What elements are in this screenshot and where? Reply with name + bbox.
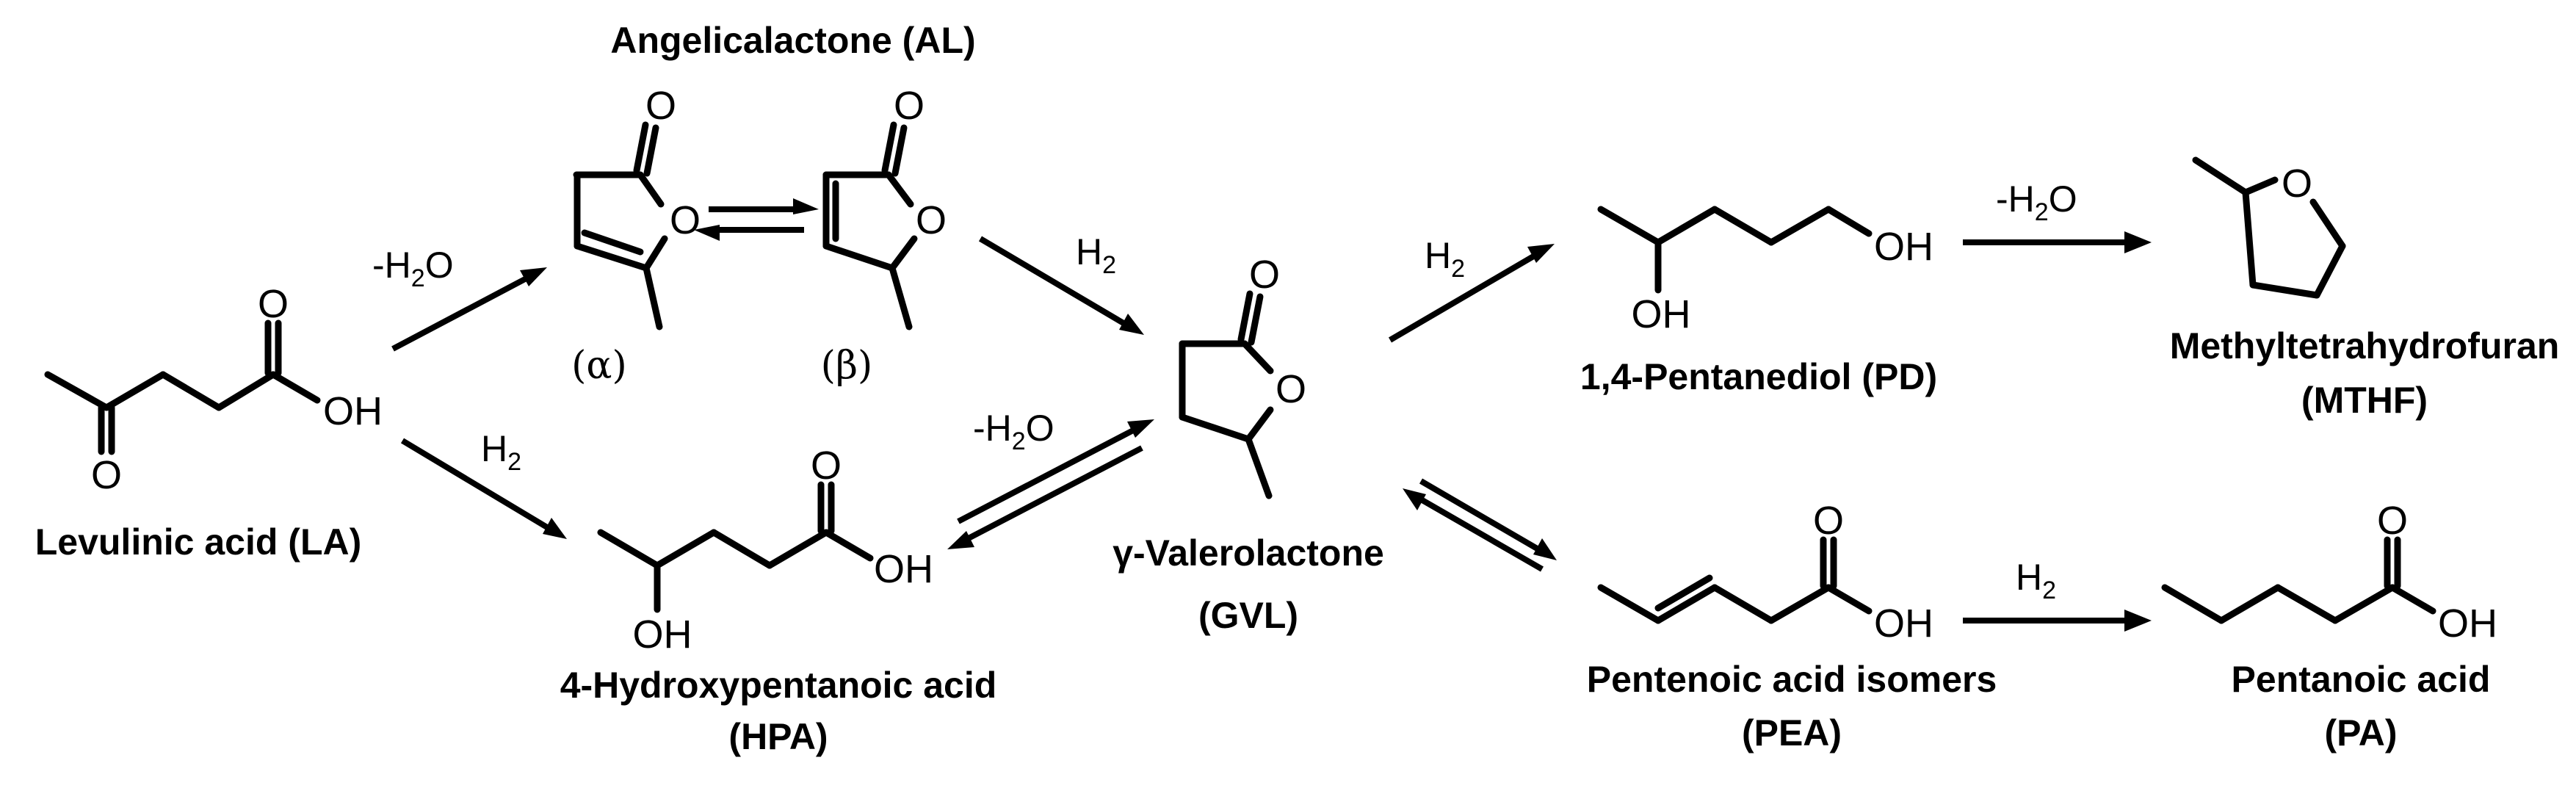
gvl-label: γ-Valerolactone	[1112, 532, 1384, 574]
gvl-abbr: (GVL)	[1198, 595, 1298, 636]
arrow-gvl-to-pd	[1388, 244, 1555, 343]
pea-label: Pentenoic acid isomers	[1587, 659, 1997, 700]
pd-oh-2: OH	[1874, 225, 1933, 269]
hpa-oh-label: OH	[633, 612, 692, 657]
beta-label: (β)	[821, 344, 873, 388]
beta-carbonyl-o: O	[894, 84, 925, 128]
hpa-abbr: (HPA)	[728, 716, 828, 757]
pentanediol-structure: OH OH	[1597, 206, 1933, 336]
equilibrium-arrows-hpa-gvl	[947, 419, 1154, 549]
alpha-angelicalactone-structure: O O	[573, 84, 701, 330]
mthf-label: Methyltetrahydrofuran	[2170, 325, 2560, 366]
gvl-carbonyl-o: O	[1249, 253, 1280, 297]
mthf-abbr: (MTHF)	[2301, 380, 2428, 421]
hpa-carbonyl-o: O	[811, 444, 842, 488]
acid-oh-label: OH	[323, 389, 383, 433]
beta-ring-o: O	[916, 198, 947, 242]
pentanoic-acid-structure: O OH	[2161, 499, 2497, 646]
beta-angelicalactone-structure: O O	[822, 84, 947, 330]
ketone-o-label: O	[91, 453, 122, 497]
arrow-la-to-al	[391, 267, 547, 352]
pa-abbr: (PA)	[2324, 712, 2397, 753]
cond-dehydration-1: -H2O	[372, 245, 454, 292]
cond-dehydration-3: -H2O	[1996, 178, 2077, 226]
pd-oh-1: OH	[1632, 292, 1691, 336]
arrow-al-to-gvl	[978, 236, 1144, 335]
acid-o-label: O	[258, 282, 289, 326]
mthf-ring-o: O	[2282, 162, 2312, 206]
alpha-label: (α)	[571, 344, 627, 388]
cond-hydrogenation-1: H2	[1076, 231, 1116, 279]
equilibrium-arrows-gvl-pea	[1403, 478, 1557, 572]
hpa-structure: OH O OH	[597, 444, 933, 657]
arrow-la-to-hpa	[400, 438, 567, 539]
pea-structure: O OH	[1597, 499, 1933, 646]
pea-acid-oh: OH	[1874, 601, 1933, 646]
arrow-pd-to-mthf	[1963, 231, 2152, 253]
arrow-pea-to-pa	[1963, 610, 2152, 632]
hpa-label: 4-Hydroxypentanoic acid	[560, 665, 997, 706]
gvl-structure: O O	[1179, 253, 1306, 499]
alpha-carbonyl-o: O	[645, 84, 676, 128]
pa-label: Pentanoic acid	[2232, 659, 2491, 700]
cond-hydrogenation-2: H2	[481, 428, 521, 476]
cond-hydrogenation-3: H2	[1425, 235, 1465, 283]
pea-abbr: (PEA)	[1742, 712, 1842, 753]
pa-acid-oh: OH	[2438, 601, 2497, 646]
mthf-structure: O	[2192, 156, 2346, 299]
alpha-ring-o: O	[670, 198, 701, 242]
cond-dehydration-2: -H2O	[973, 408, 1054, 455]
pa-carbonyl-o: O	[2377, 499, 2408, 543]
hpa-acid-oh: OH	[874, 547, 933, 591]
la-label: Levulinic acid (LA)	[35, 521, 362, 563]
pea-carbonyl-o: O	[1813, 499, 1844, 543]
cond-hydrogenation-4: H2	[2016, 557, 2056, 604]
equilibrium-arrows-al	[694, 198, 819, 241]
al-label: Angelicalactone (AL)	[610, 20, 975, 61]
pd-label: 1,4-Pentanediol (PD)	[1580, 356, 1937, 397]
gvl-ring-o: O	[1276, 367, 1306, 411]
levulinic-acid-structure: O O OH	[44, 282, 383, 497]
